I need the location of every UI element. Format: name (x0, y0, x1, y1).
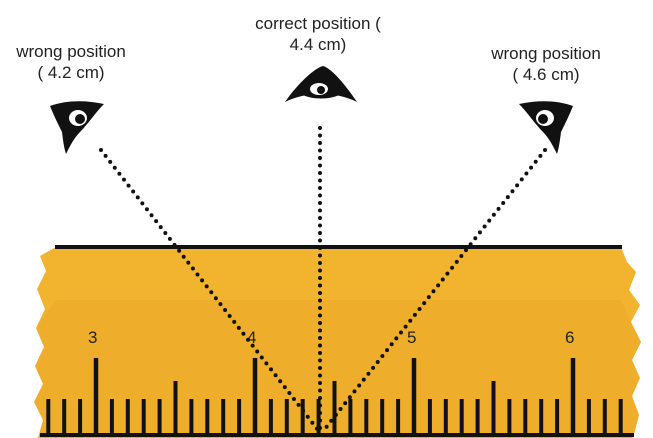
label-right-line1: wrong position (491, 44, 601, 63)
tick-label-4: 4 (247, 328, 256, 347)
ruler-body (34, 247, 641, 438)
left-eye-icon (50, 101, 104, 154)
tick-label-5: 5 (407, 328, 416, 347)
sight-line-left (99, 148, 320, 432)
label-right: wrong position ( 4.6 cm) (466, 43, 626, 85)
tick-label-3: 3 (88, 328, 97, 347)
label-center-line2: 4.4 cm) (289, 35, 347, 54)
label-right-line2: ( 4.6 cm) (512, 65, 580, 84)
tick-label-6: 6 (565, 328, 574, 347)
center-eye-icon (285, 66, 357, 102)
label-center-line1: correct position ( (255, 14, 381, 33)
ruler-shading (34, 300, 641, 438)
label-left: wrong position ( 4.2 cm) (0, 41, 142, 83)
label-center: correct position ( 4.4 cm) (218, 13, 418, 55)
sight-line-right (322, 148, 547, 432)
right-eye-icon (519, 101, 573, 154)
ruler-ticks (46, 358, 623, 435)
label-left-line1: wrong position (16, 42, 126, 61)
label-left-line2: ( 4.2 cm) (37, 63, 105, 82)
